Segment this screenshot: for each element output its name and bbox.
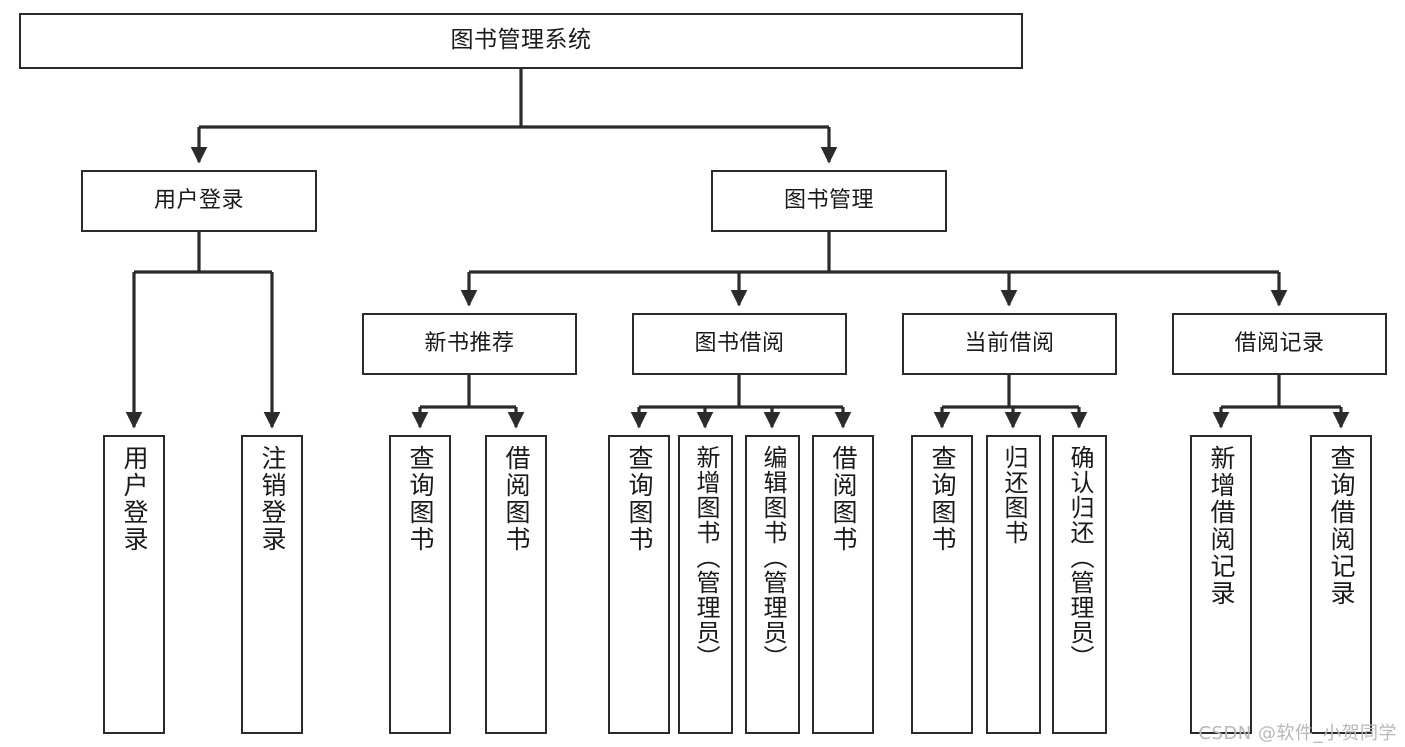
watermark-text: CSDN @软件_小贺同学 xyxy=(1198,723,1397,744)
node-leaf-user-login[interactable]: 用户登录 xyxy=(103,435,165,734)
node-book-manage[interactable]: 图书管理 xyxy=(711,170,947,232)
node-borrow-record[interactable]: 借阅记录 xyxy=(1172,313,1387,375)
node-leaf-add-book-admin-label: 新增图书（管理员） xyxy=(691,445,720,670)
node-leaf-edit-book-admin[interactable]: 编辑图书（管理员） xyxy=(745,435,800,734)
node-current-borrow[interactable]: 当前借阅 xyxy=(902,313,1117,375)
node-leaf-user-login-label: 用户登录 xyxy=(120,445,149,553)
node-leaf-query-borrow-record[interactable]: 查询借阅记录 xyxy=(1310,435,1372,734)
node-leaf-query-book-2[interactable]: 查询图书 xyxy=(608,435,670,734)
node-leaf-edit-book-admin-label: 编辑图书（管理员） xyxy=(758,445,787,670)
node-new-book-recommend-label: 新书推荐 xyxy=(424,330,515,356)
node-leaf-query-book-3-label: 查询图书 xyxy=(928,445,957,553)
node-user-login-label: 用户登录 xyxy=(153,187,244,213)
node-borrow-record-label: 借阅记录 xyxy=(1234,330,1325,356)
node-user-login[interactable]: 用户登录 xyxy=(81,170,317,232)
node-book-manage-label: 图书管理 xyxy=(783,187,874,213)
node-leaf-add-borrow-record[interactable]: 新增借阅记录 xyxy=(1190,435,1252,734)
node-leaf-borrow-book-1-label: 借阅图书 xyxy=(502,445,531,553)
node-leaf-query-book-2-label: 查询图书 xyxy=(625,445,654,553)
node-leaf-confirm-return-admin[interactable]: 确认归还（管理员） xyxy=(1052,435,1107,734)
node-leaf-borrow-book-1[interactable]: 借阅图书 xyxy=(485,435,547,734)
node-leaf-return-book[interactable]: 归还图书 xyxy=(986,435,1041,734)
node-leaf-query-book-1[interactable]: 查询图书 xyxy=(389,435,451,734)
node-current-borrow-label: 当前借阅 xyxy=(964,330,1055,356)
node-book-borrow[interactable]: 图书借阅 xyxy=(632,313,847,375)
node-leaf-add-borrow-record-label: 新增借阅记录 xyxy=(1207,445,1236,607)
node-book-borrow-label: 图书借阅 xyxy=(694,330,785,356)
node-leaf-logout-login[interactable]: 注销登录 xyxy=(241,435,303,734)
node-leaf-query-book-1-label: 查询图书 xyxy=(406,445,435,553)
node-root-system[interactable]: 图书管理系统 xyxy=(19,13,1023,69)
node-leaf-add-book-admin[interactable]: 新增图书（管理员） xyxy=(678,435,733,734)
node-root-system-label: 图书管理系统 xyxy=(450,27,592,54)
node-leaf-query-borrow-record-label: 查询借阅记录 xyxy=(1327,445,1356,607)
node-leaf-borrow-book-2[interactable]: 借阅图书 xyxy=(812,435,874,734)
node-new-book-recommend[interactable]: 新书推荐 xyxy=(362,313,577,375)
node-leaf-logout-login-label: 注销登录 xyxy=(258,445,287,553)
node-leaf-query-book-3[interactable]: 查询图书 xyxy=(911,435,973,734)
node-leaf-borrow-book-2-label: 借阅图书 xyxy=(829,445,858,553)
node-leaf-confirm-return-admin-label: 确认归还（管理员） xyxy=(1065,445,1094,670)
node-leaf-return-book-label: 归还图书 xyxy=(999,445,1028,545)
